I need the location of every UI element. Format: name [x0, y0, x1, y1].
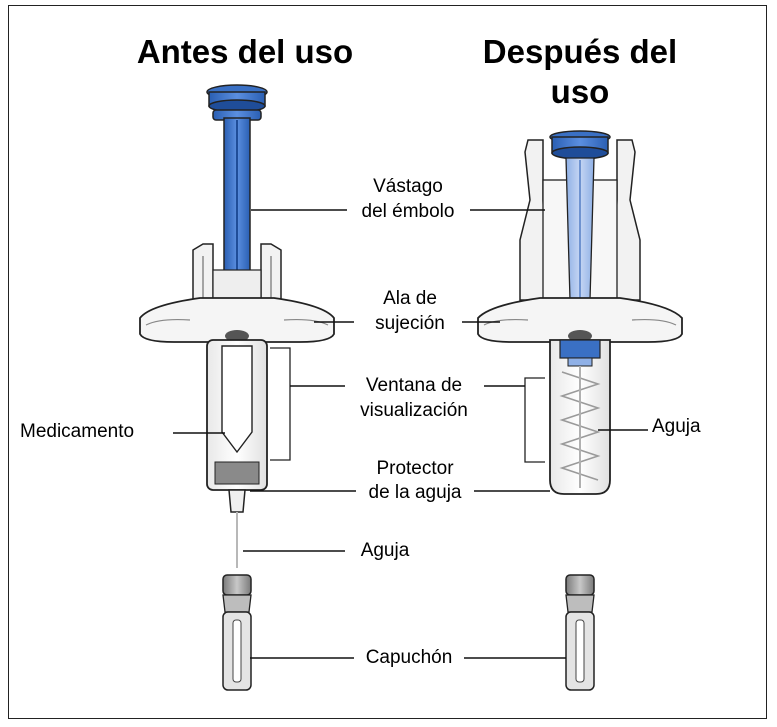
label-finger-grip-1: Ala de — [362, 287, 458, 310]
label-viewing-window-2: visualización — [344, 399, 484, 422]
housing-clips-icon — [192, 243, 282, 301]
label-cap: Capuchón — [354, 646, 464, 669]
title-before-use: Antes del uso — [136, 33, 354, 70]
label-plunger-rod-1: Vástago — [352, 175, 464, 198]
diagram-frame — [8, 5, 767, 719]
finger-grip-icon — [139, 297, 335, 343]
label-needle-center: Aguja — [345, 539, 425, 562]
label-medicine: Medicamento — [20, 420, 172, 443]
plunger-head-icon — [206, 84, 268, 121]
title-after-use-line1: Después del — [482, 33, 678, 70]
leader-lines — [173, 209, 648, 659]
label-plunger-rod-2: del émbolo — [348, 200, 468, 223]
cap-icon-left — [222, 574, 252, 691]
label-needle-guard-2: de la aguja — [356, 481, 474, 504]
label-needle-right: Aguja — [652, 415, 732, 438]
syringe-after-use — [477, 130, 683, 691]
label-viewing-window-1: Ventana de — [348, 374, 480, 397]
label-needle-guard-1: Protector — [360, 457, 470, 480]
syringe-before-use — [139, 84, 335, 691]
label-finger-grip-2: sujeción — [358, 312, 462, 335]
finger-grip-icon-after — [477, 297, 683, 343]
title-after-use-line2: uso — [550, 73, 610, 110]
cap-icon-right — [565, 574, 595, 691]
